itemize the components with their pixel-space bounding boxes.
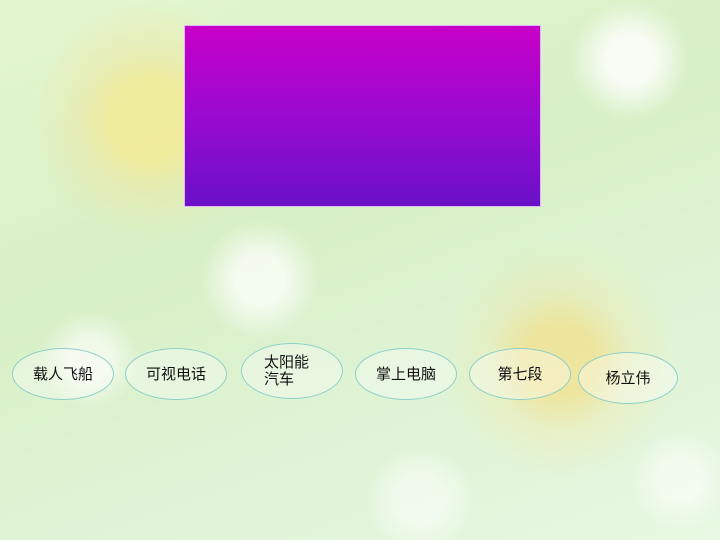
word-bubble-4[interactable]: 掌上电脑 [355, 348, 457, 400]
word-label: 掌上电脑 [375, 364, 436, 383]
word-label: 第七段 [497, 364, 543, 383]
word-bubble-1[interactable]: 载人飞船 [12, 348, 114, 400]
title-panel [184, 25, 541, 207]
word-label: 载人飞船 [32, 364, 93, 383]
word-bubble-3[interactable]: 太阳能汽车 [241, 343, 343, 399]
word-bubble-2[interactable]: 可视电话 [125, 348, 227, 400]
word-label: 杨立伟 [605, 368, 651, 387]
word-label: 太阳能汽车 [264, 353, 310, 388]
word-bubble-6[interactable]: 杨立伟 [578, 352, 678, 404]
word-label: 可视电话 [145, 364, 206, 383]
word-bubble-5[interactable]: 第七段 [469, 348, 571, 400]
